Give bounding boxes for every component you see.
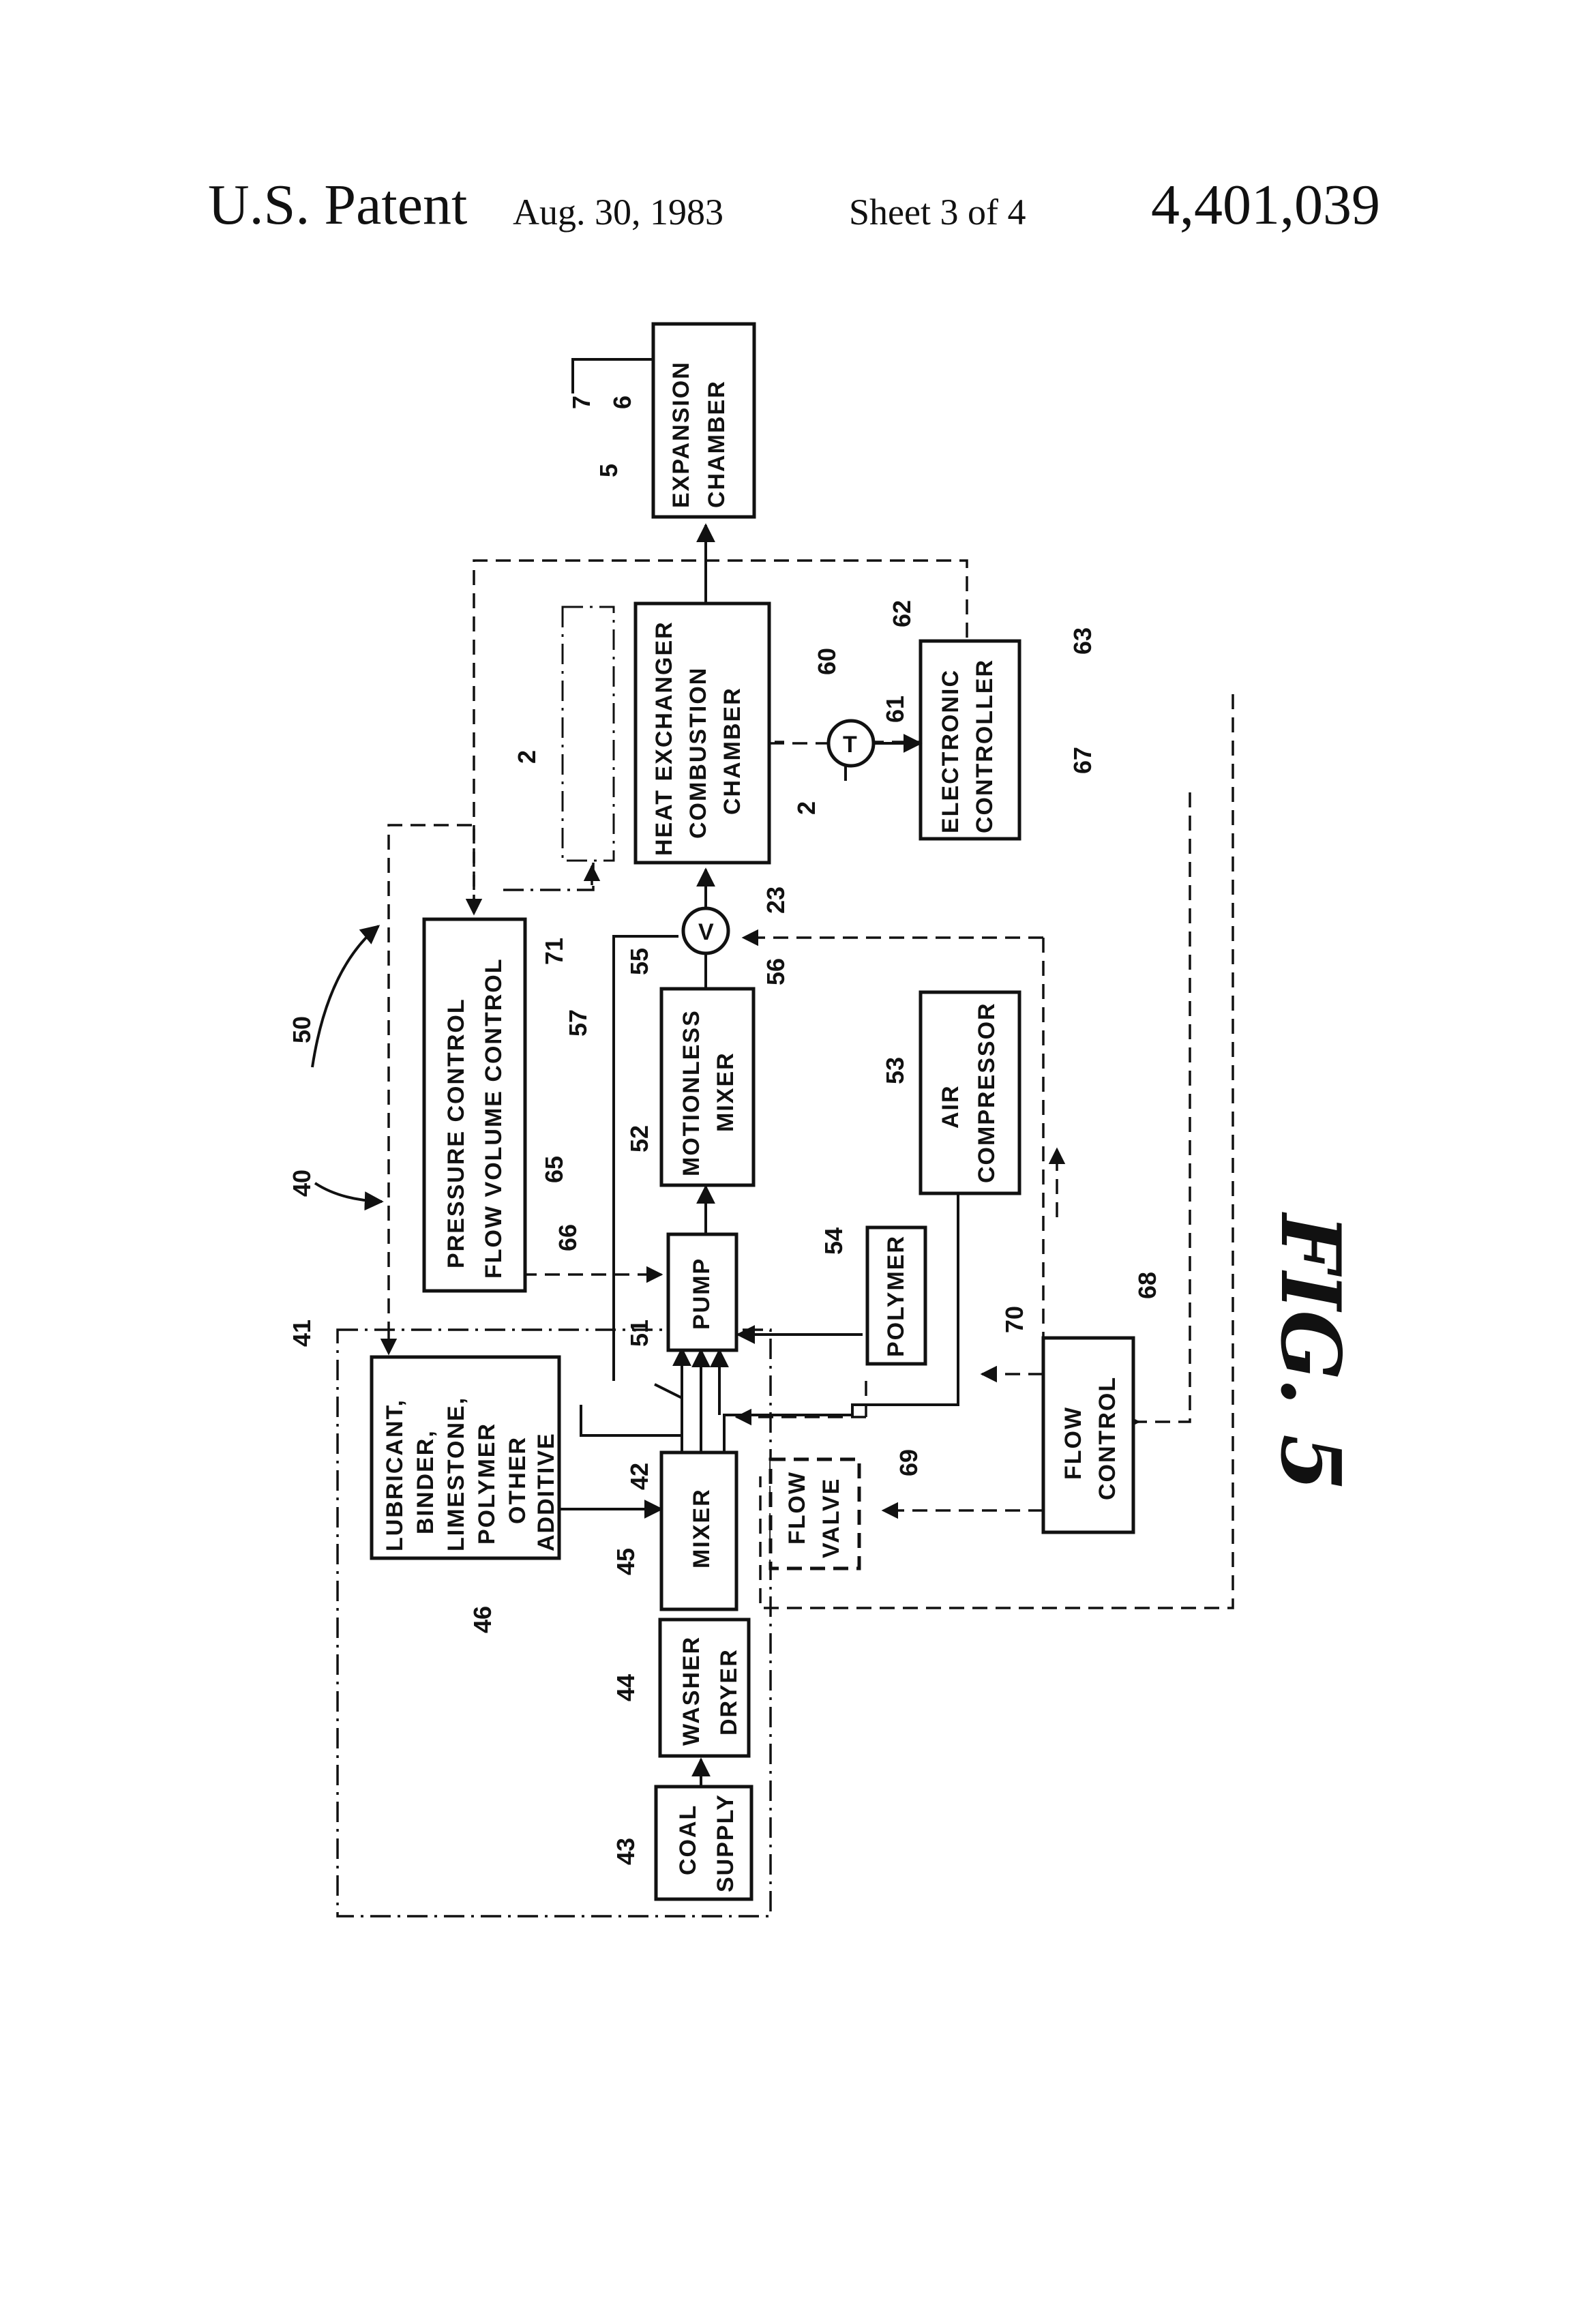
svg-text:FIG. 5: FIG. 5 <box>1262 1212 1358 1491</box>
box-coal-supply: COAL SUPPLY <box>656 1787 751 1899</box>
box-mixer: MIXER <box>661 1452 736 1609</box>
ref-numeral: 5 <box>595 464 623 477</box>
box-label: POLYMER <box>883 1235 909 1357</box>
box-flow-valve: FLOW VALVE <box>771 1459 859 1568</box>
ref-numeral: 63 <box>1069 627 1096 655</box>
ref-numeral: 56 <box>762 958 790 985</box>
box-label: COAL <box>675 1804 701 1875</box>
box-label: SUPPLY <box>713 1793 738 1892</box>
ref-numeral: 62 <box>888 600 916 627</box>
box-flow-control: FLOW CONTROL <box>1043 1338 1133 1532</box>
ref-numeral: 66 <box>554 1224 582 1251</box>
box-label: VALVE <box>818 1478 844 1558</box>
box-washer-dryer: WASHER DRYER <box>660 1620 749 1756</box>
leader-arrows <box>312 926 382 1202</box>
box-label: LUBRICANT, <box>382 1399 408 1551</box>
box-label: FLOW <box>784 1471 810 1545</box>
box-label: PUMP <box>689 1257 715 1330</box>
box-label: PRESSURE CONTROL <box>443 998 469 1268</box>
box-label: BINDER, <box>413 1429 438 1534</box>
ref-numeral: 23 <box>762 887 790 914</box>
ref-numeral: 2 <box>513 750 541 764</box>
ref-numeral: 6 <box>608 396 636 409</box>
ref-numeral: 41 <box>288 1320 316 1347</box>
box-label: ADDITIVE <box>533 1432 559 1551</box>
box-label: CONTROLLER <box>972 659 998 833</box>
ref-numeral: 7 <box>567 396 595 409</box>
ref-numeral: 51 <box>625 1320 653 1347</box>
box-heat-exchanger: HEAT EXCHANGER COMBUSTION CHAMBER <box>636 604 769 863</box>
ref-numeral: 52 <box>625 1125 653 1152</box>
ref-numeral: 69 <box>895 1449 923 1476</box>
ref-numeral: 55 <box>625 948 653 975</box>
valve-symbol: V <box>683 908 728 953</box>
ref-numeral: 57 <box>564 1009 592 1037</box>
box-label: MIXER <box>713 1052 738 1132</box>
ref-numeral: 43 <box>612 1838 640 1865</box>
ref-numeral: 54 <box>820 1227 848 1255</box>
ref-numeral: 45 <box>612 1548 640 1575</box>
ref-numeral: 46 <box>468 1606 496 1633</box>
box-air-compressor: AIR COMPRESSOR <box>921 992 1019 1193</box>
box-expansion-chamber: EXPANSION CHAMBER <box>653 324 754 517</box>
ref-numeral: 68 <box>1133 1272 1161 1299</box>
box-label: POLYMER <box>474 1422 500 1545</box>
box-label: OTHER <box>505 1436 531 1524</box>
box-label: MOTIONLESS <box>678 1009 704 1176</box>
svg-text:V: V <box>698 919 715 945</box>
ref-numeral: 71 <box>540 938 568 965</box>
ref-numeral: 61 <box>881 696 909 723</box>
box-polymer: POLYMER <box>867 1227 925 1364</box>
box-label: FLOW <box>1060 1406 1086 1480</box>
box-pressure-control: PRESSURE CONTROL FLOW VOLUME CONTROL <box>424 919 525 1291</box>
box-electronic-controller: ELECTRONIC CONTROLLER <box>921 641 1019 839</box>
box-label: AIR <box>938 1084 964 1129</box>
box-label: LIMESTONE, <box>443 1397 469 1551</box>
box-additives: LUBRICANT, BINDER, LIMESTONE, POLYMER OT… <box>372 1357 559 1558</box>
box-label: WASHER <box>678 1636 704 1746</box>
box-pump: PUMP <box>668 1234 736 1350</box>
figure-label: FIG. 5 <box>1262 1212 1358 1491</box>
ref-numeral: 44 <box>612 1674 640 1701</box>
box-label: FLOW VOLUME CONTROL <box>481 957 507 1279</box>
ref-numeral: 2 <box>792 801 820 815</box>
box-heat-exchanger-ghost <box>563 607 614 861</box>
ref-numeral: 65 <box>540 1156 568 1183</box>
ref-numeral: 42 <box>625 1463 653 1490</box>
box-label: MIXER <box>689 1488 715 1568</box>
box-motionless-mixer: MOTIONLESS MIXER <box>661 989 753 1185</box>
box-label: COMBUSTION <box>685 667 711 839</box>
ref-numeral: 50 <box>288 1016 316 1043</box>
svg-text:T: T <box>843 732 859 758</box>
box-label: COMPRESSOR <box>974 1002 1000 1183</box>
box-label: CONTROL <box>1094 1376 1120 1500</box>
temperature-sensor-symbol: T <box>769 721 921 766</box>
box-label: ELECTRONIC <box>938 669 964 833</box>
ref-numeral: 70 <box>1000 1306 1028 1333</box>
box-label: HEAT EXCHANGER <box>651 621 677 856</box>
ref-numeral: 60 <box>813 648 841 675</box>
ref-numeral: 67 <box>1069 747 1096 774</box>
box-label: CHAMBER <box>704 380 730 508</box>
ref-numeral: 53 <box>881 1057 909 1084</box>
box-label: EXPANSION <box>668 361 694 508</box>
flow-lines <box>558 359 958 1883</box>
ref-numeral: 40 <box>288 1170 316 1197</box>
box-label: DRYER <box>716 1648 742 1735</box>
box-label: CHAMBER <box>719 687 745 815</box>
